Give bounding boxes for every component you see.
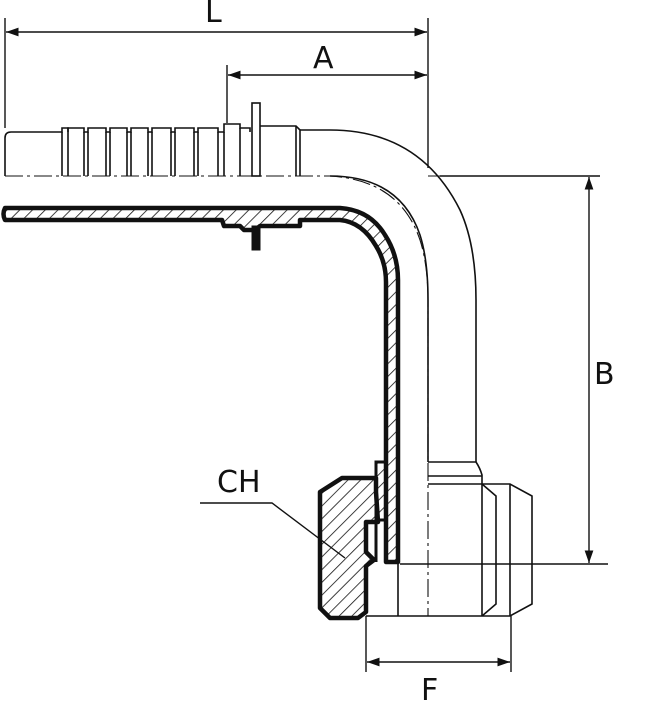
dimension-l bbox=[4, 18, 429, 168]
dimension-b bbox=[400, 175, 608, 565]
dimension-f bbox=[365, 616, 512, 672]
centerline bbox=[5, 175, 600, 616]
lock-pin bbox=[251, 225, 261, 251]
dimension-l-label: L bbox=[205, 0, 222, 30]
ch-label: CH bbox=[217, 465, 261, 500]
dimension-a-label: A bbox=[313, 41, 334, 76]
dimension-a bbox=[226, 65, 427, 123]
hose-tail-exterior bbox=[4, 102, 477, 462]
nut-exterior bbox=[366, 461, 533, 617]
dimension-b-label: B bbox=[594, 357, 615, 392]
nut-section bbox=[317, 475, 381, 621]
dimension-f-label: F bbox=[421, 673, 438, 708]
